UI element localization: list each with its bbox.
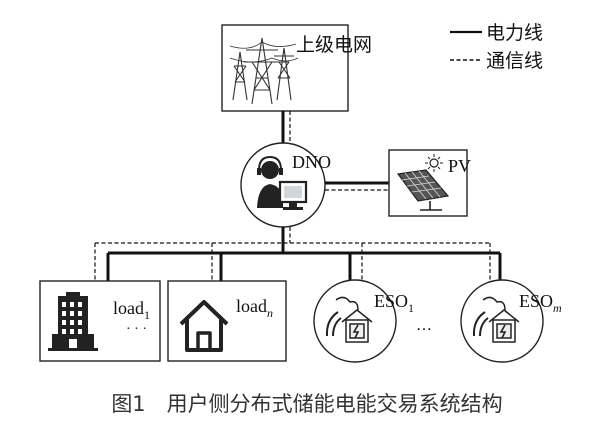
legend-comm-line-label: 通信线: [486, 50, 543, 72]
figure-caption: 图1 用户侧分布式储能电能交易系统结构: [111, 392, 502, 416]
energy-storage-icon: [325, 296, 373, 343]
dno-pv-links: [325, 181, 389, 191]
upper-grid-node: 上级电网: [221, 24, 372, 112]
dno-label: DNO: [292, 152, 331, 172]
esom-label: ESOm: [519, 291, 562, 315]
eso1-label: ESO1: [374, 291, 414, 315]
loadn-label: loadn: [236, 296, 273, 320]
energy-storage-icon: [472, 296, 520, 343]
load1-label: load1: [113, 298, 150, 322]
eso1-circle: [313, 279, 397, 363]
eso-ellipsis: …: [416, 317, 432, 334]
esom-circle: [460, 279, 544, 363]
dno-node: DNO: [240, 142, 331, 228]
legend-power-line-label: 电力线: [486, 22, 543, 44]
house-icon: [179, 300, 229, 352]
pv-label: PV: [448, 156, 471, 176]
load-ellipsis: · · ·: [126, 322, 147, 337]
loadn-node: loadn: [167, 280, 287, 362]
eso1-node: ESO1: [313, 279, 414, 363]
solar-panel-icon: [396, 154, 450, 211]
esom-node: ESOm: [460, 279, 562, 363]
transmission-tower-icon: [229, 37, 299, 105]
grid-dno-links: [281, 111, 291, 146]
operator-computer-icon: [257, 155, 308, 210]
upper-grid-label: 上级电网: [296, 34, 372, 56]
load1-node: load1 · · ·: [39, 280, 161, 362]
pv-node: PV: [388, 149, 471, 217]
building-icon: [48, 292, 98, 351]
legend: 电力线 通信线: [450, 22, 543, 72]
bus-lines: [94, 227, 502, 283]
